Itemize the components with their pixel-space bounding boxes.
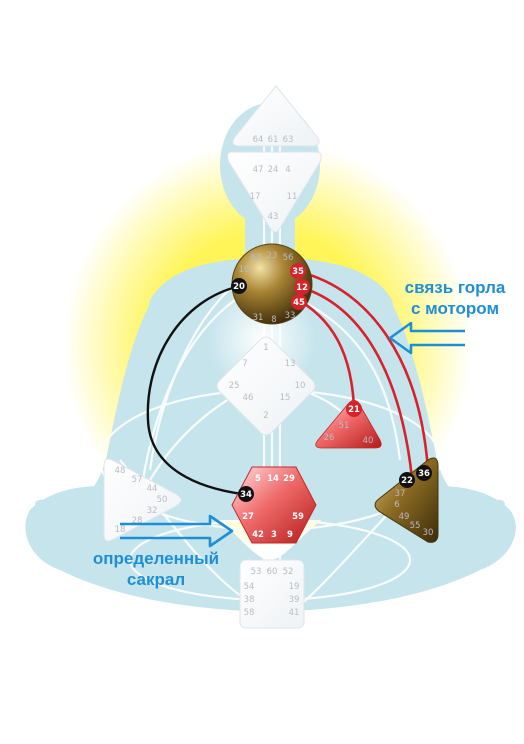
gate-label: 38	[244, 595, 255, 605]
gate-label: 8	[271, 315, 276, 325]
gate-label: 31	[253, 313, 264, 323]
gate-label: 18	[115, 525, 126, 535]
root-center: 53 60 52 54 19 38 39 58 41	[239, 559, 305, 629]
gate-label: 44	[147, 484, 158, 494]
gate-label: 50	[157, 495, 168, 505]
head-center: 64 61 63	[232, 85, 320, 147]
gate-label: 52	[283, 567, 294, 577]
gate-label: 7	[242, 359, 247, 369]
gate-label: 33	[285, 311, 296, 321]
channel-45-21	[299, 299, 356, 409]
gate-label: 37	[395, 489, 406, 499]
gate-label: 63	[283, 135, 294, 145]
active-gate-21: 21	[348, 405, 360, 415]
gate-label: 2	[263, 411, 268, 421]
gate-label: 60	[267, 567, 278, 577]
channel-35-36	[299, 270, 430, 471]
sacral-arrow	[120, 514, 234, 548]
active-gate-12: 12	[296, 283, 308, 293]
gate-label: 15	[280, 393, 291, 403]
gate-label: 14	[267, 474, 279, 484]
throat-motor-caption: связь горла с мотором	[392, 277, 518, 319]
active-gate-22: 22	[401, 476, 413, 486]
gate-label: 29	[283, 474, 295, 484]
gate-label: 17	[250, 192, 261, 202]
gate-label: 27	[242, 512, 254, 522]
gate-label: 41	[289, 608, 300, 618]
gate-label: 51	[339, 421, 350, 431]
gate-label: 62	[251, 253, 262, 263]
gate-label: 28	[132, 516, 143, 526]
throat-motor-caption-line-2: с мотором	[410, 299, 500, 318]
gate-label: 43	[268, 212, 279, 222]
sacral-caption-line-1: определенный	[92, 549, 220, 568]
gate-label: 54	[244, 582, 255, 592]
gate-label: 49	[399, 512, 410, 522]
gate-label: 24	[268, 165, 279, 175]
gate-label: 64	[253, 135, 264, 145]
active-gate-45: 45	[293, 298, 305, 308]
gate-label: 32	[147, 506, 158, 516]
gate-label: 40	[363, 436, 374, 446]
gate-label: 46	[243, 393, 254, 403]
channel-12-22	[299, 285, 414, 479]
gate-label: 25	[229, 381, 240, 391]
gate-label: 53	[251, 567, 262, 577]
sacral-center: 5 14 29 27 59 42 3 9 34	[231, 466, 317, 544]
gate-label: 48	[115, 466, 126, 476]
gate-label: 10	[295, 381, 306, 391]
gate-label: 16	[239, 265, 250, 275]
active-gate-36: 36	[418, 469, 430, 479]
gate-label: 58	[244, 608, 255, 618]
defined-channels	[299, 270, 430, 479]
gate-label: 59	[292, 512, 304, 522]
gate-label: 61	[268, 135, 279, 145]
active-gate-34: 34	[240, 490, 252, 500]
gate-label: 47	[253, 165, 264, 175]
gate-label: 26	[324, 433, 335, 443]
gate-label: 9	[287, 530, 293, 540]
gate-label: 56	[283, 253, 294, 263]
gate-label: 23	[267, 251, 278, 261]
heart-center: 21 51 26 40	[315, 400, 382, 449]
active-gate-35: 35	[292, 267, 304, 277]
gate-label: 6	[394, 500, 399, 510]
ajna-center: 47 24 4 17 11 43	[227, 151, 322, 233]
solar-plexus-center: 36 22 37 6 49 55 30	[374, 457, 439, 543]
gate-label: 13	[285, 359, 296, 369]
channel-20-34	[146, 284, 243, 496]
spleen-center: 48 57 44 50 32 28 18	[103, 458, 182, 542]
gate-label: 5	[255, 474, 261, 484]
gate-label: 11	[287, 192, 298, 202]
gate-label: 19	[289, 582, 300, 592]
gate-label: 30	[423, 528, 434, 538]
sacral-caption-line-2: сакрал	[126, 570, 186, 589]
gate-label: 55	[410, 521, 421, 531]
gate-label: 1	[263, 343, 268, 353]
gate-label: 57	[132, 475, 143, 485]
active-gate-20: 20	[233, 282, 245, 292]
gate-label: 3	[271, 530, 277, 540]
sacral-caption: определенный сакрал	[68, 548, 244, 590]
g-center: 1 7 13 25 10 46 15 2	[216, 336, 316, 436]
gate-label: 39	[289, 595, 300, 605]
throat-motor-caption-line-1: связь горла	[404, 278, 506, 297]
throat-center: 62 23 56 16 31 8 33 35 12 45 20	[231, 243, 313, 325]
gate-label: 42	[252, 530, 264, 540]
throat-motor-arrow	[388, 321, 465, 355]
gate-label: 4	[285, 165, 290, 175]
